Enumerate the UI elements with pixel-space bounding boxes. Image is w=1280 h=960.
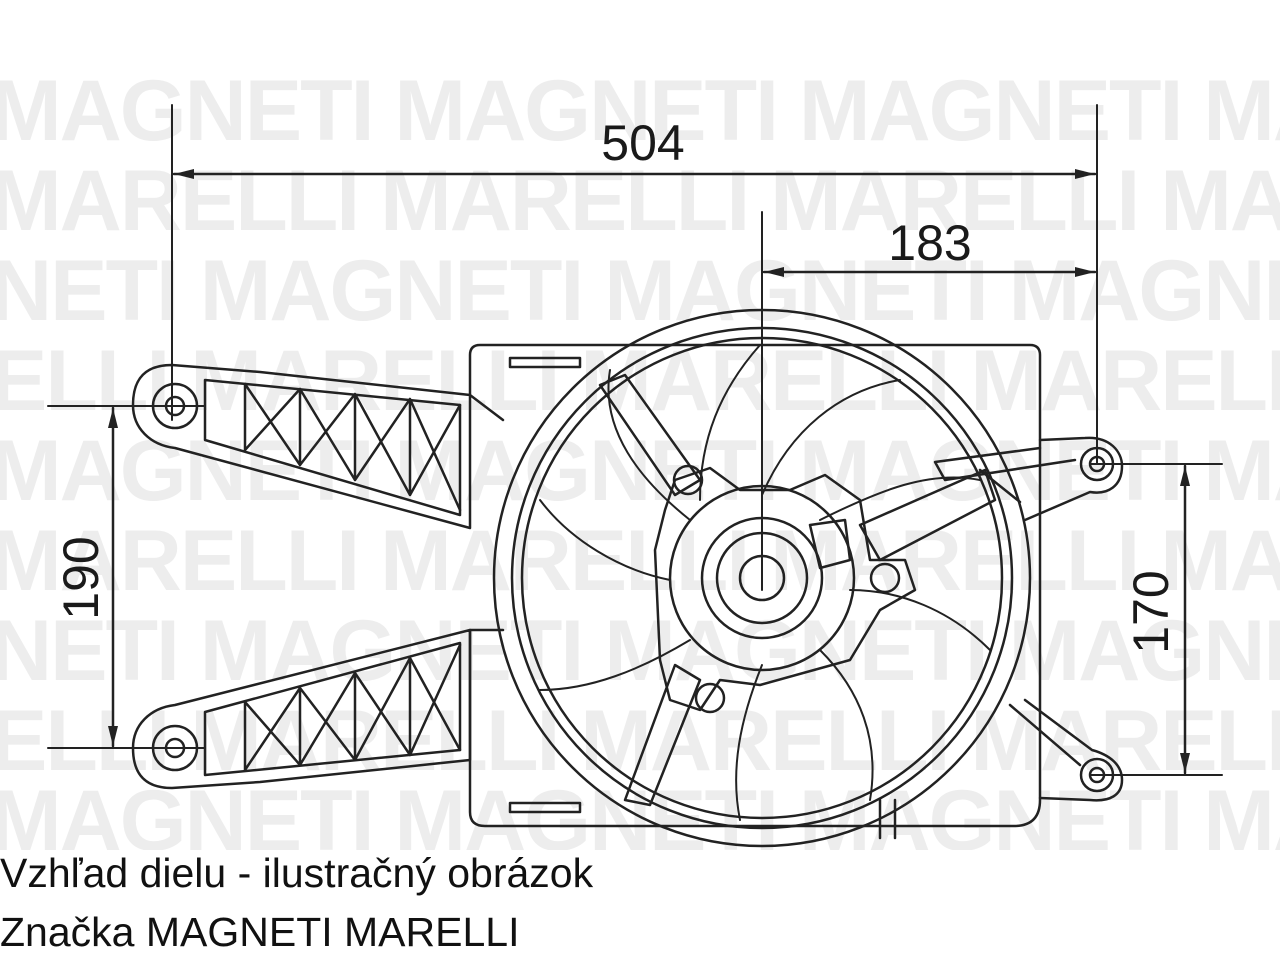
left-upper-arm-inner: [203, 378, 462, 517]
fan-blades: [539, 344, 991, 821]
right-upper-arm: [1023, 436, 1124, 522]
dimension-label-190: 190: [53, 536, 109, 619]
right-lower-arm-inner: [1008, 703, 1082, 767]
shroud-slot: [508, 356, 582, 369]
dimension-label-170: 170: [1123, 570, 1179, 653]
watermark-row: NETI MAGNETI MAGNETI MAGNETI: [0, 243, 1280, 339]
left-lower-arm-truss: [243, 643, 462, 772]
watermark-row: MARELLI MARELLI MARELLI MARELLI: [0, 513, 1280, 609]
watermark-row: ELLI MARELLI MARELLI MARELLI: [0, 333, 1280, 429]
dimension-label-504: 504: [601, 115, 684, 171]
dimension-label-183: 183: [888, 215, 971, 271]
watermark: MAGNETI MAGNETI MAGNETI MAGNETI MARELLI …: [0, 63, 1280, 850]
left-lower-arm: [131, 628, 472, 790]
spoke-upper: [598, 373, 702, 497]
shroud-slot: [508, 801, 582, 814]
left-upper-arm: [131, 363, 472, 530]
hub-bolt: [869, 562, 901, 594]
hub-bolt: [672, 464, 704, 496]
right-lower-arm: [1023, 698, 1124, 802]
caption-illustrative-note: Vzhľad dielu - ilustračný obrázok: [0, 850, 594, 896]
spoke-right: [858, 468, 997, 562]
spoke-lower: [623, 663, 702, 807]
left-upper-arm-truss: [243, 382, 462, 512]
watermark-row: MAGNETI MAGNETI MAGNETI MAGNETI: [0, 63, 1280, 159]
connector-housing: [808, 518, 852, 570]
shroud-outline: [468, 343, 1042, 828]
caption-brand: Značka MAGNETI MARELLI: [0, 909, 520, 955]
hub-bolt: [694, 682, 726, 714]
watermark-row: NETI MAGNETI MAGNETI MAGNETI: [0, 603, 1280, 699]
fan-assembly-drawing: MAGNETI MAGNETI MAGNETI MAGNETI MARELLI …: [0, 63, 1280, 850]
